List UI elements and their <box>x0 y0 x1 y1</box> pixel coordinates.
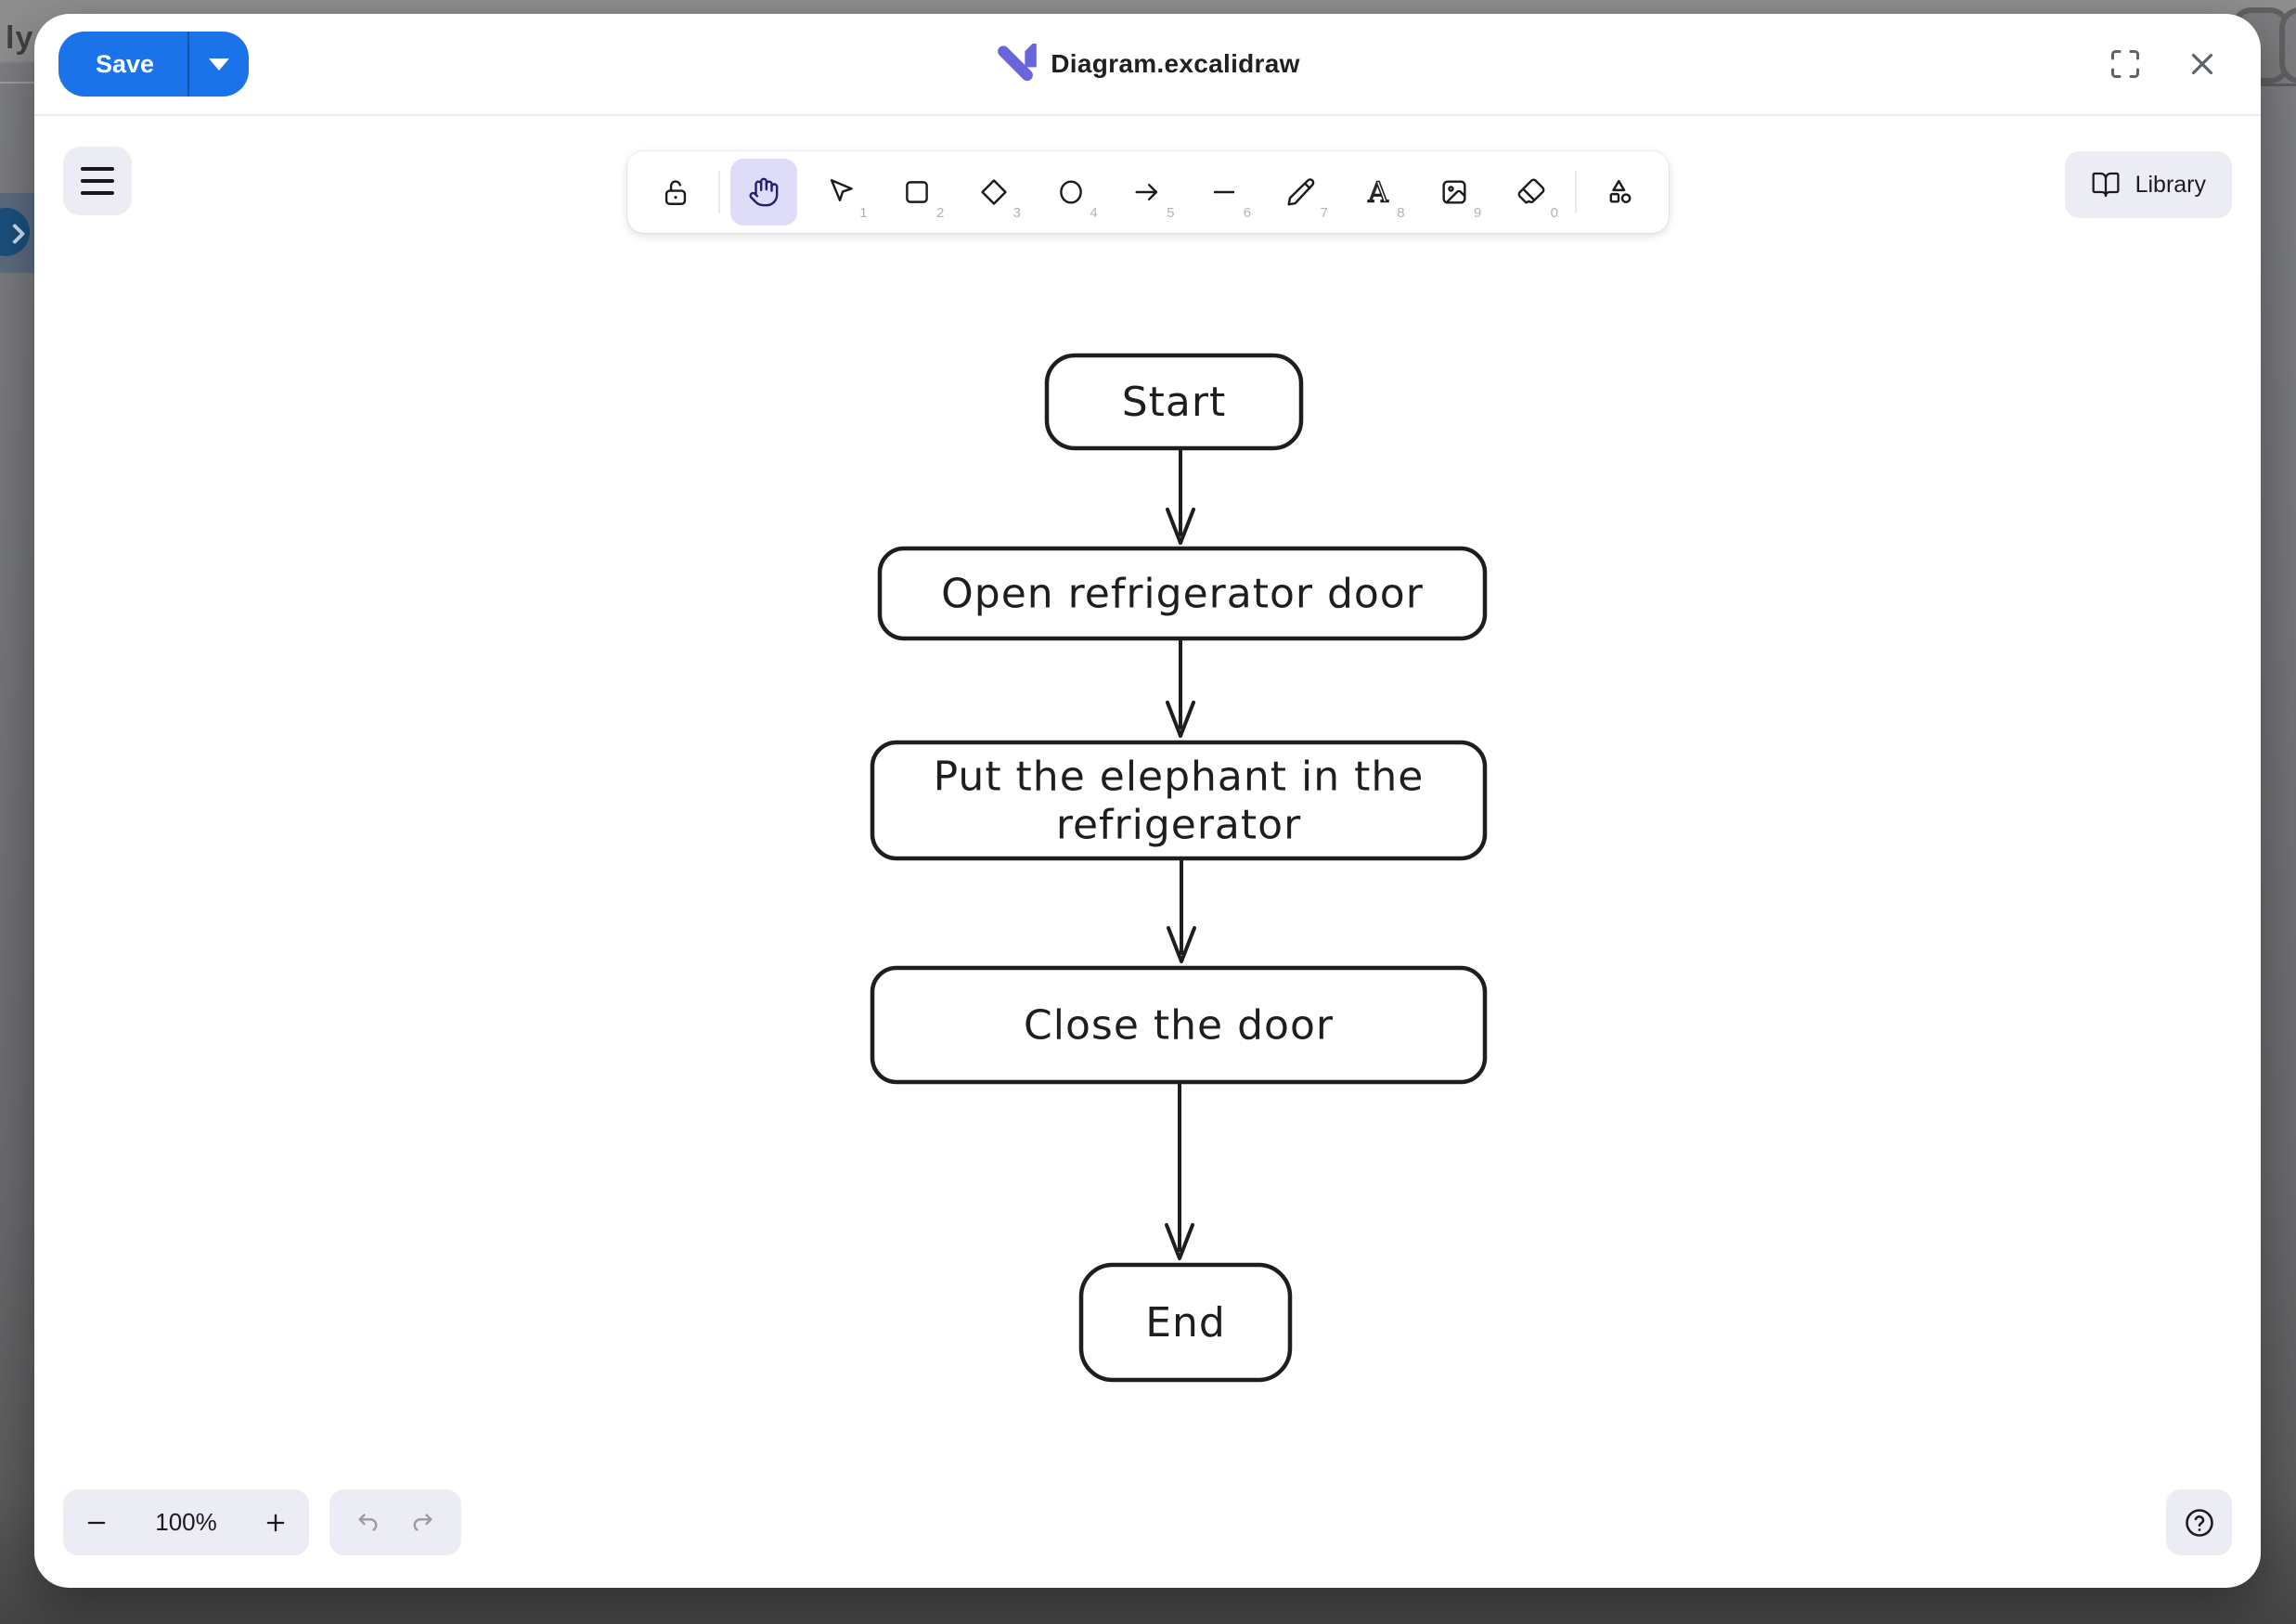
pencil-icon <box>1287 178 1315 206</box>
undo-icon <box>358 1513 378 1531</box>
save-dropdown-button[interactable] <box>187 32 249 97</box>
svg-text:Open refrigerator door: Open refrigerator door <box>941 571 1424 618</box>
rectangle-icon <box>906 181 929 203</box>
redo-icon <box>413 1513 432 1531</box>
tool-lock[interactable] <box>642 159 709 226</box>
save-button[interactable]: Save <box>58 32 187 97</box>
library-button[interactable]: Library <box>2064 151 2232 218</box>
hand-icon <box>749 177 779 207</box>
backdrop-right-divider <box>2261 84 2296 86</box>
hamburger-icon <box>81 167 114 195</box>
svg-text:End: End <box>1145 1299 1226 1347</box>
modal-title-group: Diagram.excalidraw <box>995 44 1299 84</box>
flowchart-edge[interactable] <box>1166 446 1195 545</box>
zoom-out-button[interactable] <box>63 1489 130 1555</box>
zoom-controls: 100% <box>63 1489 309 1555</box>
arrow-icon <box>1135 184 1158 200</box>
fullscreen-button[interactable] <box>2109 47 2142 81</box>
tool-toolbar: 1 2 3 4 <box>626 151 1669 233</box>
minus-icon <box>87 1521 106 1524</box>
flowchart-edge[interactable] <box>1166 637 1195 738</box>
diamond-icon <box>981 179 1007 205</box>
tool-rectangle[interactable]: 2 <box>884 159 950 226</box>
tool-hand[interactable] <box>729 159 797 226</box>
tool-eraser[interactable]: 0 <box>1498 159 1565 226</box>
flowchart-edge[interactable] <box>1165 1080 1194 1260</box>
main-menu-button[interactable] <box>63 147 132 215</box>
tool-selection[interactable]: 1 <box>807 159 874 226</box>
toolbar-divider <box>718 171 721 213</box>
excalidraw-logo-icon <box>997 44 1037 82</box>
shapes-icon <box>1609 179 1632 203</box>
tool-text[interactable]: A 8 <box>1345 159 1412 226</box>
svg-text:A: A <box>1367 177 1388 208</box>
image-icon <box>1442 180 1466 204</box>
tool-image[interactable]: 9 <box>1421 159 1488 226</box>
toolbar-divider <box>1574 171 1577 213</box>
help-button[interactable] <box>2166 1489 2232 1555</box>
close-icon <box>2191 53 2213 75</box>
zoom-in-button[interactable] <box>242 1489 309 1555</box>
question-icon <box>2185 1508 2213 1537</box>
svg-text:Start: Start <box>1122 379 1227 426</box>
cursor-icon <box>830 179 853 201</box>
tool-arrow[interactable]: 5 <box>1114 159 1180 226</box>
redo-button[interactable] <box>407 1508 437 1538</box>
plus-icon <box>266 1514 285 1531</box>
maximize-icon <box>2111 50 2139 78</box>
flowchart-node-end[interactable]: End <box>1078 1262 1293 1383</box>
header-actions <box>2109 46 2220 82</box>
eraser-icon <box>1517 178 1545 204</box>
undo-button[interactable] <box>354 1508 383 1538</box>
tool-shapes[interactable] <box>1586 159 1653 226</box>
tool-line[interactable]: 6 <box>1191 159 1258 226</box>
svg-text:Close the door: Close the door <box>1024 1002 1334 1050</box>
flowchart-node-open[interactable]: Open refrigerator door <box>877 546 1488 641</box>
save-split-button: Save <box>58 32 250 97</box>
modal-title: Diagram.excalidraw <box>1051 49 1300 78</box>
line-icon <box>1213 190 1235 194</box>
excalidraw-modal: Save Diagram.excalidraw <box>34 14 2261 1588</box>
flowchart-edge[interactable] <box>1167 857 1196 963</box>
chevron-down-icon <box>209 58 230 71</box>
library-label: Library <box>2135 171 2206 198</box>
flowchart-node-close[interactable]: Close the door <box>870 965 1488 1085</box>
tool-ellipse[interactable]: 4 <box>1038 159 1104 226</box>
tool-draw[interactable]: 7 <box>1268 159 1335 226</box>
zoom-level[interactable]: 100% <box>155 1508 217 1536</box>
text-icon: A <box>1366 176 1389 208</box>
backdrop-card <box>2279 7 2296 84</box>
tool-diamond[interactable]: 3 <box>961 159 1027 226</box>
ellipse-icon <box>1059 180 1082 204</box>
unlock-icon <box>664 180 686 205</box>
flowchart-node-start[interactable]: Start <box>1044 353 1304 451</box>
history-controls <box>329 1489 461 1555</box>
modal-header: Save Diagram.excalidraw <box>34 14 2261 116</box>
book-icon <box>2092 172 2120 198</box>
close-button[interactable] <box>2185 46 2220 82</box>
